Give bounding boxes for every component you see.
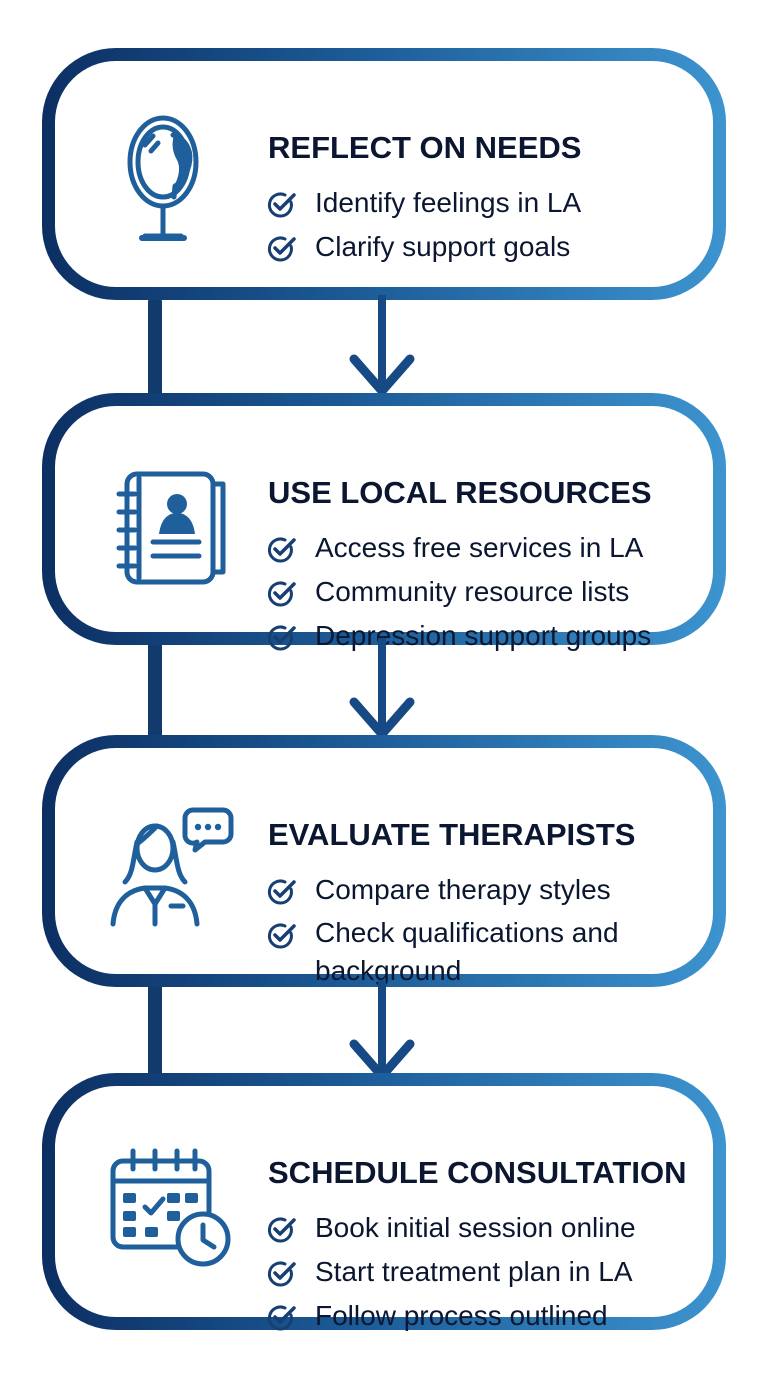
directory-book-icon — [116, 471, 226, 585]
step-card-reflect-on-needs: REFLECT ON NEEDS Identify feelings in LA… — [42, 48, 726, 300]
step-checklist: Identify feelings in LA Clarify support … — [265, 183, 581, 271]
check-item-label: Depression support groups — [315, 620, 652, 651]
check-item: Book initial session online — [265, 1208, 636, 1248]
check-circle-icon — [267, 192, 296, 218]
mirror-icon — [127, 115, 199, 241]
check-item-label: Start treatment plan in LA — [315, 1256, 633, 1287]
check-circle-icon — [267, 1305, 296, 1331]
down-arrow-icon — [349, 638, 415, 739]
check-item-label: Access free services in LA — [315, 532, 644, 563]
connector-line — [148, 642, 162, 738]
check-item: Check qualifications and background — [265, 914, 695, 990]
check-circle-icon — [267, 625, 296, 651]
connector-line — [148, 300, 162, 398]
step-card-evaluate-therapists: EVALUATE THERAPISTS Compare therapy styl… — [42, 735, 726, 987]
step-checklist: Compare therapy styles Check qualificati… — [265, 870, 695, 994]
check-item: Community resource lists — [265, 572, 651, 612]
check-item-label: Book initial session online — [315, 1212, 636, 1243]
step-title: EVALUATE THERAPISTS — [268, 817, 636, 852]
step-title: SCHEDULE CONSULTATION — [268, 1155, 687, 1190]
check-item: Access free services in LA — [265, 528, 651, 568]
check-circle-icon — [267, 1261, 296, 1287]
check-item-label: Check qualifications and background — [315, 917, 619, 986]
step-card-schedule-consultation: SCHEDULE CONSULTATION Book initial sessi… — [42, 1073, 726, 1331]
connector-line — [148, 983, 162, 1080]
check-item-label: Community resource lists — [315, 576, 630, 607]
check-circle-icon — [267, 879, 296, 905]
check-item: Clarify support goals — [265, 227, 581, 267]
calendar-clock-icon — [110, 1148, 231, 1267]
check-circle-icon — [267, 236, 296, 262]
down-arrow-icon — [349, 295, 415, 396]
therapist-speech-icon — [110, 807, 234, 927]
check-item-label: Identify feelings in LA — [315, 187, 582, 218]
step-checklist: Access free services in LA Community res… — [265, 528, 651, 660]
check-item: Start treatment plan in LA — [265, 1252, 636, 1292]
check-circle-icon — [267, 537, 296, 563]
check-item-label: Clarify support goals — [315, 231, 571, 262]
check-circle-icon — [267, 1217, 296, 1243]
check-item: Compare therapy styles — [265, 870, 695, 910]
check-item-label: Compare therapy styles — [315, 874, 611, 905]
step-title: REFLECT ON NEEDS — [268, 130, 582, 165]
check-circle-icon — [267, 581, 296, 607]
check-item: Depression support groups — [265, 616, 651, 656]
step-card-use-local-resources: USE LOCAL RESOURCES Access free services… — [42, 393, 726, 651]
step-checklist: Book initial session online Start treatm… — [265, 1208, 636, 1340]
check-item: Follow process outlined — [265, 1296, 636, 1336]
check-circle-icon — [267, 923, 296, 949]
check-item-label: Follow process outlined — [315, 1300, 608, 1331]
step-title: USE LOCAL RESOURCES — [268, 475, 652, 510]
check-item: Identify feelings in LA — [265, 183, 581, 223]
